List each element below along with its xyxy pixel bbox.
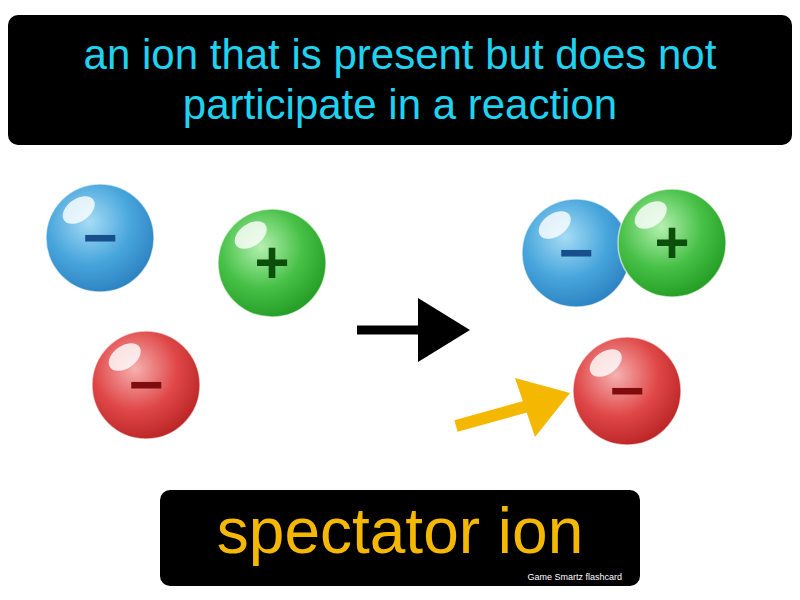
charge-sign: − [90, 329, 202, 441]
pointer-arrow [456, 378, 570, 437]
anion-blue: − [44, 182, 156, 294]
brand-label: Game Smartz flashcard [527, 572, 622, 582]
anion-blue: − [520, 197, 632, 309]
cation-green: + [216, 207, 328, 319]
charge-sign: − [571, 335, 683, 447]
charge-sign: − [44, 182, 156, 294]
term-text: spectator ion [160, 496, 640, 566]
charge-sign: − [520, 197, 632, 309]
term-banner: spectator ionGame Smartz flashcard [160, 490, 640, 586]
reaction-arrow [357, 298, 470, 362]
charge-sign: + [216, 207, 328, 319]
cation-green: + [616, 187, 728, 299]
definition-text: an ion that is present but does not part… [18, 30, 782, 129]
anion-red: − [90, 329, 202, 441]
definition-banner: an ion that is present but does not part… [8, 15, 792, 145]
anion-red: − [571, 335, 683, 447]
charge-sign: + [616, 187, 728, 299]
